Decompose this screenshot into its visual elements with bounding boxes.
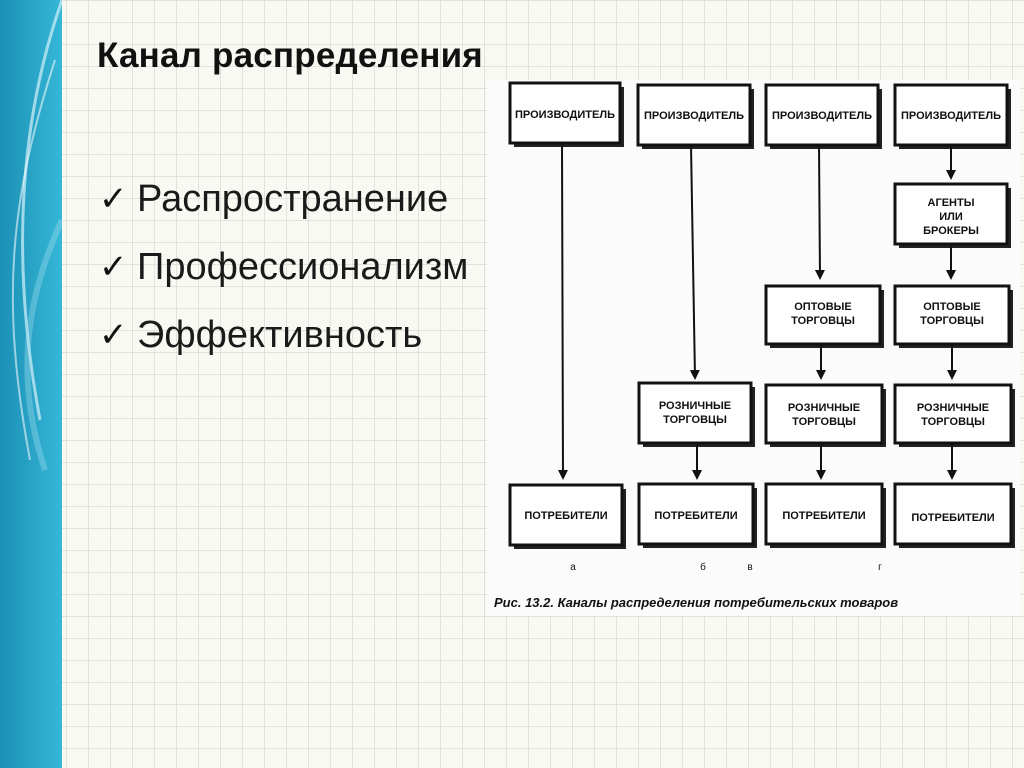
arrow-a (557, 142, 568, 480)
column-label-a: а (570, 562, 576, 573)
agents-brokers-box-d: АГЕНТЫ ИЛИ БРОКЕРЫ (893, 182, 1011, 248)
bullet-label: Эффективность (137, 313, 423, 356)
slide-title: Канал распределения (97, 36, 483, 75)
producer-box-a: ПРОИЗВОДИТЕЛЬ (508, 81, 624, 147)
svg-text:ПРОИЗВОДИТЕЛЬ: ПРОИЗВОДИТЕЛЬ (644, 110, 744, 122)
bullet-label: Распространение (137, 177, 449, 220)
producer-box-d: ПРОИЗВОДИТЕЛЬ (893, 83, 1011, 149)
svg-text:ПОТРЕБИТЕЛИ: ПОТРЕБИТЕЛИ (911, 512, 994, 524)
svg-text:ПРОИЗВОДИТЕЛЬ: ПРОИЗВОДИТЕЛЬ (772, 110, 872, 122)
bullet-list: ✓ Распространение ✓ Профессионализм ✓ Эф… (99, 165, 499, 369)
figure-caption: Рис. 13.2. Каналы распределения потребит… (494, 595, 898, 610)
checkmark-icon: ✓ (99, 316, 128, 354)
wholesalers-box-c: ОПТОВЫЕ ТОРГОВЦЫ (764, 284, 884, 348)
retailers-box-d: РОЗНИЧНЫЕ ТОРГОВЦЫ (893, 383, 1015, 447)
consumers-box-a: ПОТРЕБИТЕЛИ (508, 483, 626, 549)
svg-text:ОПТОВЫЕ: ОПТОВЫЕ (794, 301, 852, 313)
svg-text:ПРОИЗВОДИТЕЛЬ: ПРОИЗВОДИТЕЛЬ (901, 110, 1001, 122)
bullet-item: ✓ Профессионализм (99, 233, 499, 301)
svg-text:ПОТРЕБИТЕЛИ: ПОТРЕБИТЕЛИ (782, 510, 865, 522)
svg-text:ОПТОВЫЕ: ОПТОВЫЕ (923, 301, 981, 313)
arrow-c-1 (814, 144, 825, 280)
svg-text:ПОТРЕБИТЕЛИ: ПОТРЕБИТЕЛИ (654, 510, 737, 522)
svg-text:РОЗНИЧНЫЕ: РОЗНИЧНЫЕ (917, 402, 989, 414)
svg-text:ИЛИ: ИЛИ (939, 211, 963, 223)
svg-text:ПОТРЕБИТЕЛИ: ПОТРЕБИТЕЛИ (524, 510, 607, 522)
svg-text:ТОРГОВЦЫ: ТОРГОВЦЫ (791, 315, 855, 327)
consumers-box-d: ПОТРЕБИТЕЛИ (893, 482, 1015, 548)
column-label-b: б (700, 561, 706, 573)
checkmark-icon: ✓ (99, 248, 128, 286)
column-label-d: г (878, 562, 882, 573)
bullet-item: ✓ Распространение (99, 165, 499, 233)
wholesalers-box-d: ОПТОВЫЕ ТОРГОВЦЫ (893, 284, 1013, 348)
svg-text:ПРОИЗВОДИТЕЛЬ: ПРОИЗВОДИТЕЛЬ (515, 109, 615, 121)
bullet-item: ✓ Эффективность (99, 301, 499, 369)
producer-box-b: ПРОИЗВОДИТЕЛЬ (636, 83, 754, 149)
svg-text:БРОКЕРЫ: БРОКЕРЫ (923, 225, 979, 237)
svg-text:РОЗНИЧНЫЕ: РОЗНИЧНЫЕ (659, 400, 731, 412)
checkmark-icon: ✓ (99, 180, 128, 218)
svg-text:ТОРГОВЦЫ: ТОРГОВЦЫ (663, 414, 727, 426)
retailers-box-c: РОЗНИЧНЫЕ ТОРГОВЦЫ (764, 383, 886, 447)
distribution-channels-figure: ПРОИЗВОДИТЕЛЬ ПОТРЕБИТЕЛИ ПРОИЗВОДИТЕЛЬ … (487, 80, 1020, 616)
consumers-box-b: ПОТРЕБИТЕЛИ (637, 482, 757, 548)
retailers-box-b: РОЗНИЧНЫЕ ТОРГОВЦЫ (637, 381, 755, 447)
decorative-side-band (0, 0, 62, 768)
svg-text:ТОРГОВЦЫ: ТОРГОВЦЫ (921, 416, 985, 428)
arrow-b-1 (689, 144, 700, 380)
producer-box-c: ПРОИЗВОДИТЕЛЬ (764, 83, 882, 149)
bullet-label: Профессионализм (137, 245, 469, 288)
column-label-c: в (747, 562, 752, 573)
svg-text:ТОРГОВЦЫ: ТОРГОВЦЫ (920, 315, 984, 327)
svg-text:АГЕНТЫ: АГЕНТЫ (928, 197, 975, 209)
svg-text:ТОРГОВЦЫ: ТОРГОВЦЫ (792, 416, 856, 428)
consumers-box-c: ПОТРЕБИТЕЛИ (764, 482, 886, 548)
svg-text:РОЗНИЧНЫЕ: РОЗНИЧНЫЕ (788, 402, 860, 414)
